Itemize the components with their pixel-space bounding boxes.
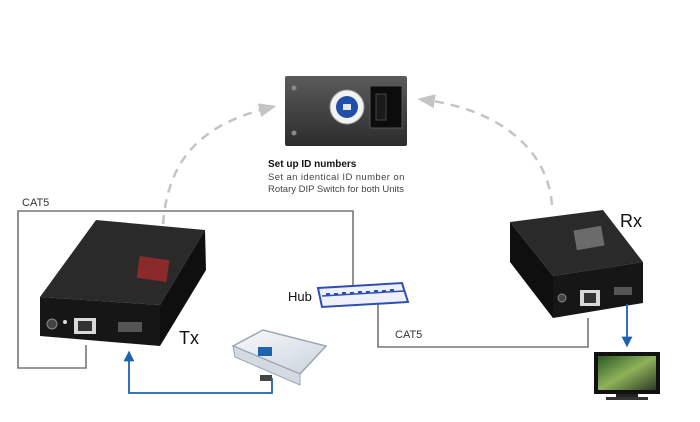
rotary-dip-switch-icon — [285, 76, 407, 146]
cat5-label-right: CAT5 — [395, 329, 423, 341]
receiver-unit-icon — [510, 210, 643, 318]
rx-label: Rx — [620, 211, 642, 231]
dashed-arrow-left — [161, 103, 277, 225]
usb-link-arrow — [123, 350, 273, 394]
transmitter-unit-icon — [40, 220, 206, 346]
network-hub-icon — [316, 281, 410, 309]
cat5-label-left: CAT5 — [22, 197, 50, 209]
cat5-cable-left — [17, 210, 354, 369]
id-setup-description-line1: Set an identical ID number on — [268, 172, 405, 183]
cat5-cable-right — [377, 302, 589, 348]
hub-label: Hub — [288, 289, 312, 304]
id-setup-description-line2: Rotary DIP Switch for both Units — [268, 184, 405, 195]
display-monitor-icon — [594, 352, 660, 400]
id-setup-title: Set up ID numbers — [268, 159, 357, 170]
dashed-arrow-right — [417, 94, 554, 206]
tx-label: Tx — [179, 328, 199, 348]
usb-source-device-icon — [231, 329, 328, 386]
